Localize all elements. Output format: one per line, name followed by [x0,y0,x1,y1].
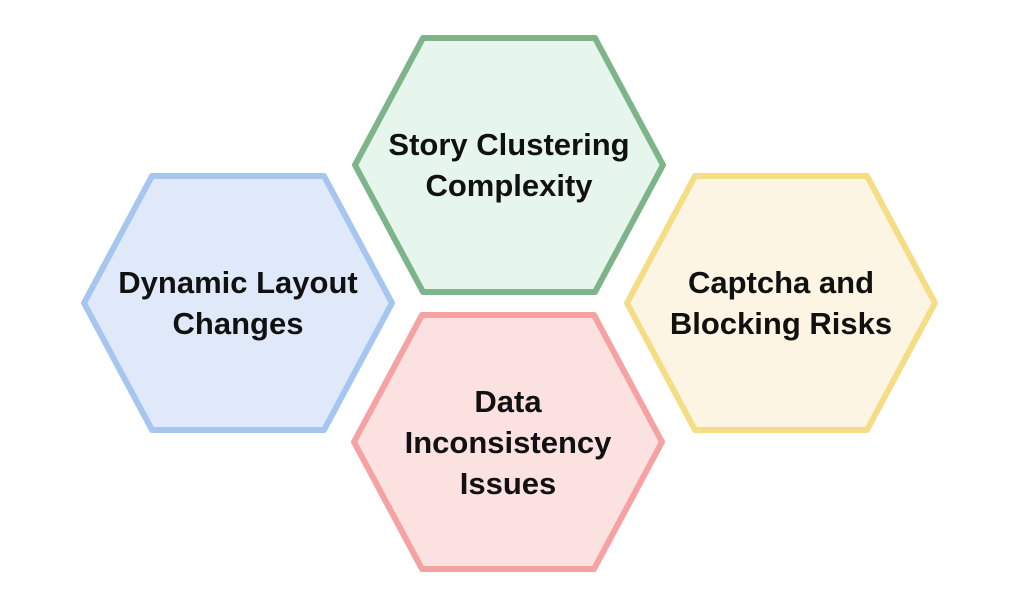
hexagon-shape-yellow [624,173,938,433]
hex-node-data-inconsistency-issues: Data Inconsistency Issues [349,310,667,574]
hex-label-dynamic-layout-changes: Dynamic Layout Changes [118,265,358,341]
hexagon-shape-green [352,35,666,295]
hexagon-outline [351,312,665,572]
hex-label-data-inconsistency-issues: Data Inconsistency Issues [404,383,612,501]
hexagon-outline [352,35,666,295]
hexagon-outline [624,173,938,433]
hex-node-captcha-and-blocking-risks: Captcha and Blocking Risks [622,171,940,435]
hexagon-shape-red [351,312,665,572]
hex-label-story-clustering-complexity: Story Clustering Complexity [388,127,630,203]
hex-label-captcha-and-blocking-risks: Captcha and Blocking Risks [669,265,893,341]
hexagon-shape-blue [81,173,395,433]
hexagon-outline [81,173,395,433]
hex-node-story-clustering-complexity: Story Clustering Complexity [350,33,668,297]
hex-node-dynamic-layout-changes: Dynamic Layout Changes [79,171,397,435]
